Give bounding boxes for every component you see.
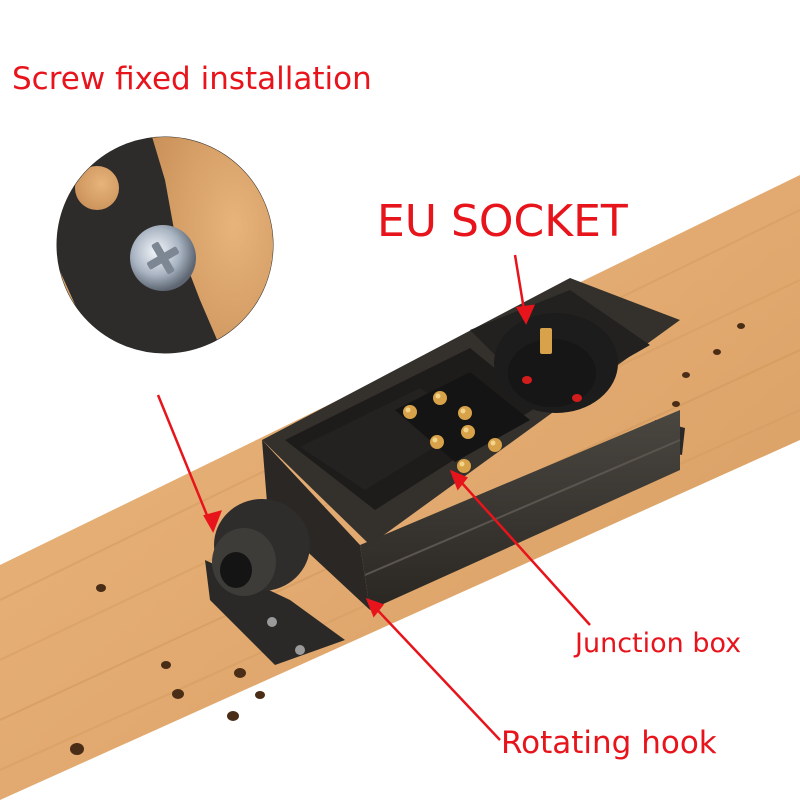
screw-fixed-installation-label: Screw fixed installation <box>12 61 372 97</box>
eu-socket-label: EU SOCKET <box>377 196 628 247</box>
schuko-socket-icon <box>470 290 650 413</box>
cable-gland-icon <box>212 499 310 596</box>
power-unit <box>205 278 681 665</box>
terminal-block-icon <box>395 372 530 473</box>
rotating-hook-label: Rotating hook <box>501 725 717 761</box>
junction-box-label: Junction box <box>575 628 742 659</box>
annotation-arrows <box>156 254 591 741</box>
screw-icon <box>130 225 196 291</box>
arrow-screw <box>156 394 215 531</box>
screw-detail-inset <box>53 133 277 357</box>
arrow-hook <box>367 599 501 741</box>
arrow-junction <box>451 471 591 626</box>
